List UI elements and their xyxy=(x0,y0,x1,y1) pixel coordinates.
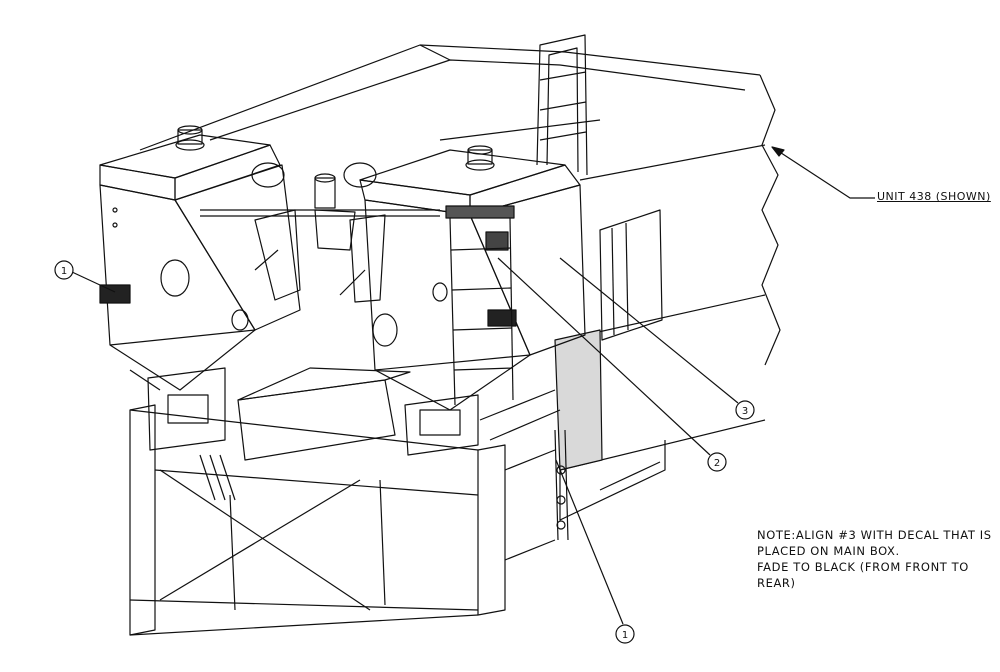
ladder xyxy=(445,205,515,406)
right-hopper xyxy=(359,145,586,411)
svg-text:3: 3 xyxy=(742,406,748,417)
svg-text:1: 1 xyxy=(622,630,628,641)
svg-text:2: 2 xyxy=(714,458,720,469)
note-line: FADE TO BLACK (FROM FRONT TO xyxy=(757,560,969,574)
unit-label-leader xyxy=(771,146,875,199)
callout-3: 3 xyxy=(559,257,755,420)
frame xyxy=(129,404,569,636)
svg-text:1: 1 xyxy=(61,266,67,277)
assembly-note: NOTE:ALIGN #3 WITH DECAL THAT IS PLACED … xyxy=(757,527,993,591)
conveyor-assembly xyxy=(129,367,561,461)
note-line: NOTE:ALIGN #3 WITH DECAL THAT IS xyxy=(757,528,992,542)
callout-2: 2 xyxy=(497,257,727,472)
callout-1-bottom: 1 xyxy=(555,459,635,644)
center-auger-assembly xyxy=(200,162,440,303)
left-hopper xyxy=(99,125,301,391)
note-line: PLACED ON MAIN BOX. xyxy=(757,544,900,558)
handrail xyxy=(536,34,588,176)
callout-1-top: 1 xyxy=(54,260,116,293)
unit-label: UNIT 438 (SHOWN) xyxy=(877,190,991,203)
note-line: REAR) xyxy=(757,576,796,590)
main-box xyxy=(139,44,781,521)
